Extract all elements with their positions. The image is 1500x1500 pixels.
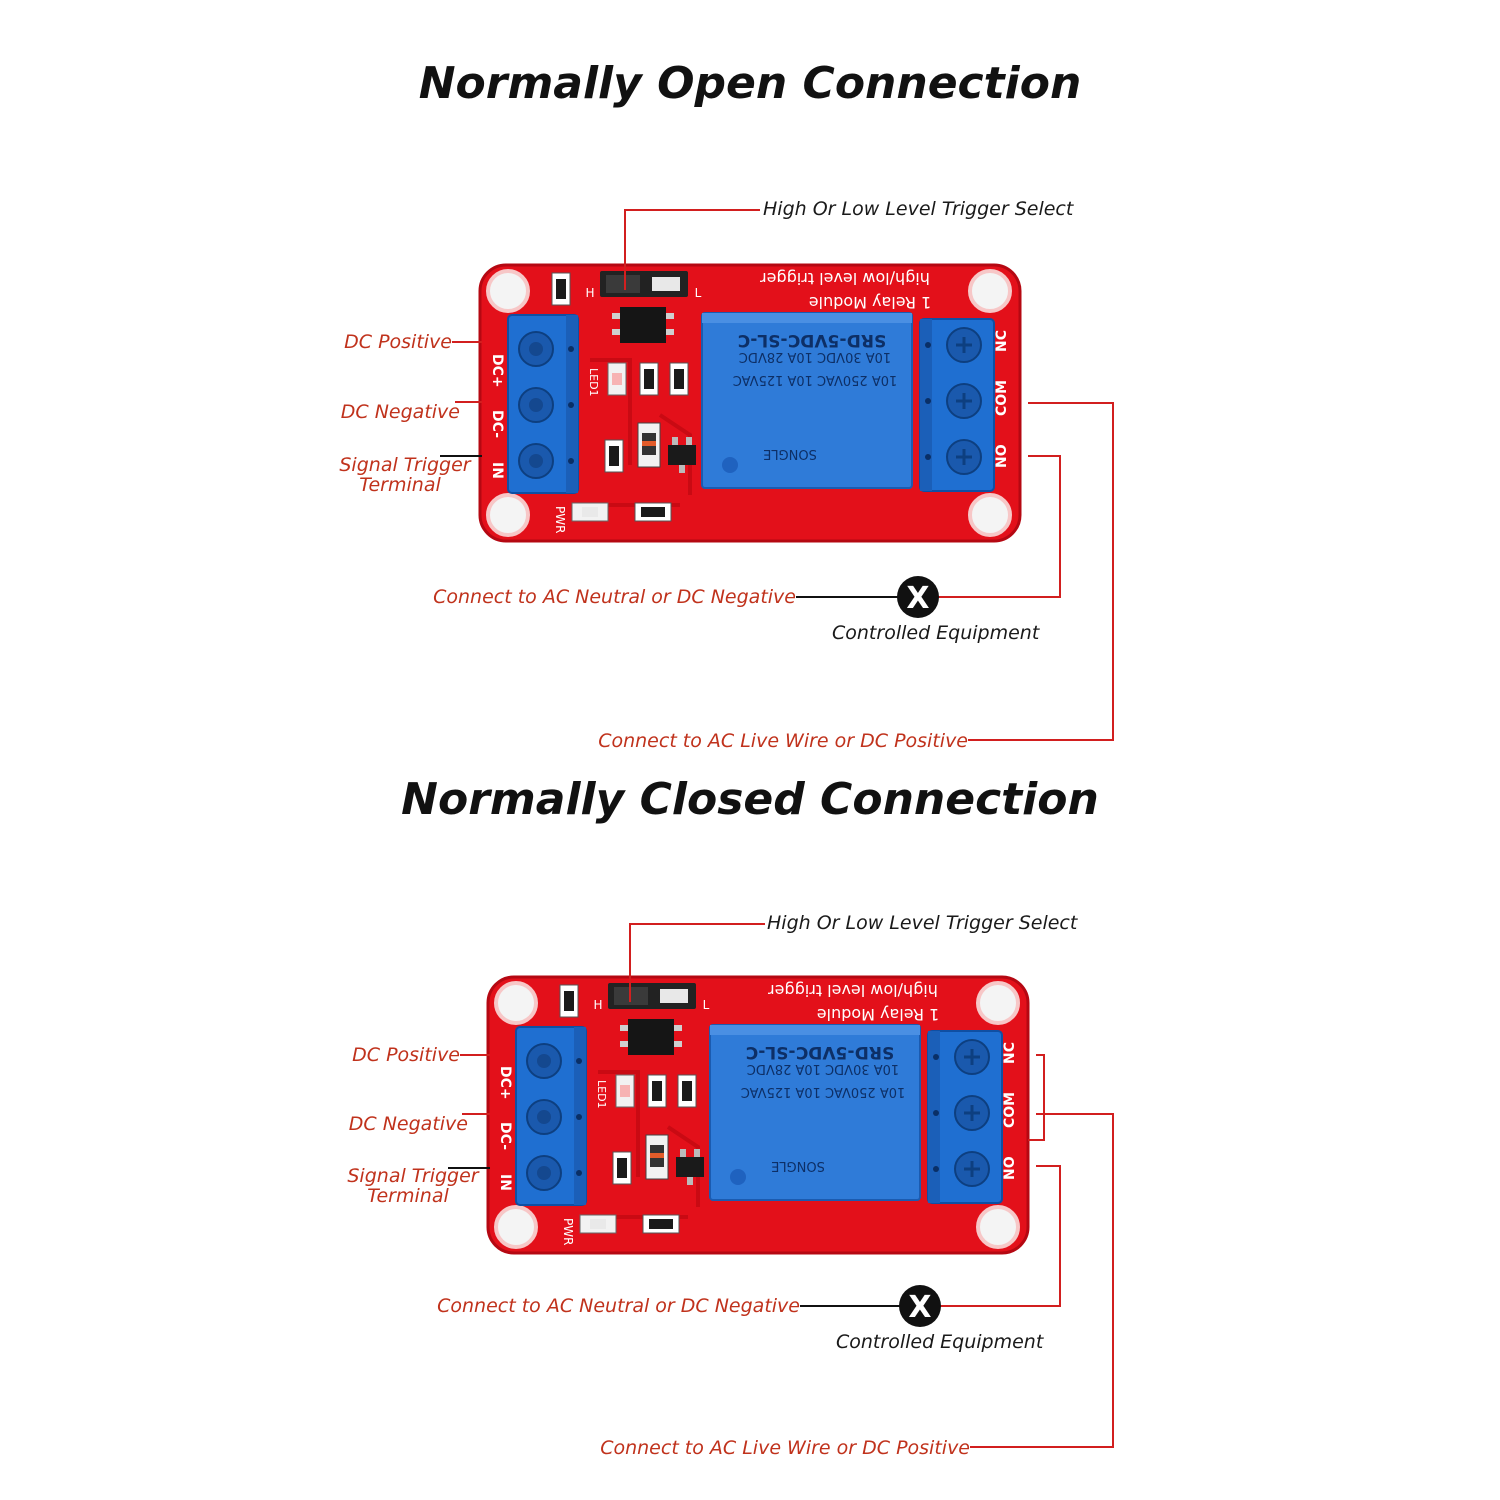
live-label-1: Connect to AC Live Wire or DC Positive <box>598 730 968 752</box>
dc-negative-label-2: DC Negative <box>348 1113 468 1135</box>
terminal-dcminus-1: DC- <box>489 410 505 438</box>
dc-negative-label-1: DC Negative <box>340 401 460 423</box>
relay-board-1 <box>478 263 1022 543</box>
relay-spec2-2: 10A 30VDC 10A 28VDC <box>747 1061 899 1076</box>
relay-markings-2: SRD-5VDC-SL-C 10A 250VAC 10A 125VAC 10A … <box>741 1042 906 1173</box>
terminal-dcplus-2: DC+ <box>497 1066 513 1100</box>
neutral-label-1: Connect to AC Neutral or DC Negative <box>433 586 796 608</box>
board-header-line2-2: 1 Relay Module <box>817 1005 940 1024</box>
terminal-dcplus-1: DC+ <box>489 354 505 388</box>
jumper-h-label-1: H <box>585 286 594 300</box>
trigger-select-label-2: High Or Low Level Trigger Select <box>767 912 1078 934</box>
relay-model-2: SRD-5VDC-SL-C <box>746 1042 894 1062</box>
relay-model-1: SRD-5VDC-SL-C <box>738 330 886 350</box>
terminal-in-1: IN <box>489 462 505 479</box>
section-title-normally-open: Normally Open Connection <box>418 58 1082 109</box>
trigger-select-leader-1 <box>624 209 760 290</box>
relay-spec2-1: 10A 30VDC 10A 28VDC <box>739 349 891 364</box>
neutral-label-2: Connect to AC Neutral or DC Negative <box>437 1295 800 1317</box>
terminal-nc-2: NC <box>1002 1042 1018 1064</box>
pwr-label-2: PWR <box>561 1218 575 1245</box>
section-title-normally-closed: Normally Closed Connection <box>401 774 1099 825</box>
controlled-equipment-icon-2 <box>899 1285 941 1327</box>
signal-trigger-label-1b: Terminal <box>359 474 441 496</box>
relay-spec1-1: 10A 250VAC 10A 125VAC <box>733 372 898 387</box>
relay-brand-2: SONGLE <box>771 1158 825 1173</box>
dc-positive-label-2: DC Positive <box>352 1044 460 1066</box>
jumper-l-label-1: L <box>695 286 702 300</box>
com-wire-2 <box>970 1113 1114 1448</box>
relay-spec1-2: 10A 250VAC 10A 125VAC <box>741 1084 906 1099</box>
controlled-equipment-icon-1 <box>897 576 939 618</box>
board-header-line2-1: 1 Relay Module <box>809 293 932 312</box>
terminal-dcminus-2: DC- <box>497 1122 513 1150</box>
pwr-label-1: PWR <box>553 506 567 533</box>
terminal-com-1: COM <box>994 380 1010 416</box>
signal-trigger-label-1: Signal Trigger <box>339 454 471 476</box>
dc-positive-label-1: DC Positive <box>344 331 452 353</box>
terminal-nc-1: NC <box>994 330 1010 352</box>
led-label-1: LED1 <box>587 368 600 397</box>
jumper-l-label-2: L <box>703 998 710 1012</box>
nc-wire-2 <box>940 1165 1061 1307</box>
com-wire-1 <box>968 402 1114 741</box>
relay-board-2 <box>486 975 1030 1255</box>
terminal-com-2: COM <box>1002 1092 1018 1128</box>
jumper-h-label-2: H <box>593 998 602 1012</box>
signal-trigger-label-2b: Terminal <box>367 1185 449 1207</box>
board-silkscreen-1: high/low level trigger 1 Relay Module H … <box>489 269 1010 533</box>
equipment-symbol-1: X <box>906 581 929 616</box>
terminal-in-2: IN <box>497 1174 513 1191</box>
no-wire-1 <box>938 455 1061 598</box>
board-header-line1-1: high/low level trigger <box>760 269 930 288</box>
board-header-line1-2: high/low level trigger <box>768 981 938 1000</box>
equipment-label-1: Controlled Equipment <box>832 622 1040 644</box>
signal-trigger-label-2: Signal Trigger <box>347 1165 479 1187</box>
trigger-select-label-1: High Or Low Level Trigger Select <box>763 198 1074 220</box>
board-silkscreen-2: high/low level trigger 1 Relay Module H … <box>497 981 1018 1245</box>
trigger-select-leader-2 <box>629 923 765 1002</box>
relay-brand-1: SONGLE <box>763 446 817 461</box>
led-label-2: LED1 <box>595 1080 608 1109</box>
live-label-2: Connect to AC Live Wire or DC Positive <box>600 1437 970 1459</box>
terminal-no-2: NO <box>1002 1156 1018 1180</box>
equipment-label-2: Controlled Equipment <box>836 1331 1044 1353</box>
terminal-no-1: NO <box>994 444 1010 468</box>
relay-markings-1: SRD-5VDC-SL-C 10A 250VAC 10A 125VAC 10A … <box>733 330 898 461</box>
equipment-symbol-2: X <box>908 1290 931 1325</box>
nc-bridge-2 <box>1028 1054 1045 1141</box>
